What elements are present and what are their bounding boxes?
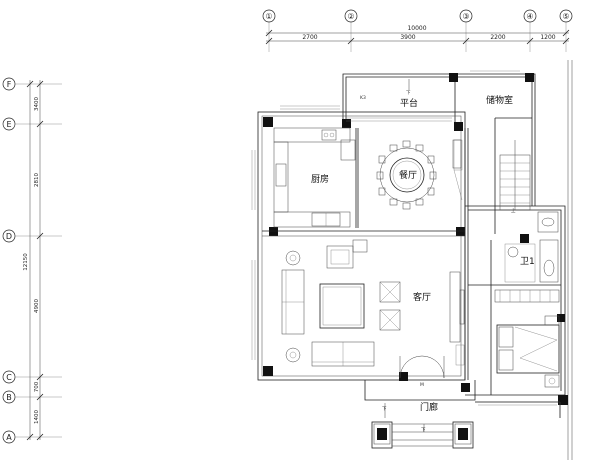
dim-seg-4: 1200 [540,34,555,41]
structural-columns [263,73,568,405]
axis-marker-4: ④ [523,9,537,23]
axis-marker-3: ③ [459,9,473,23]
top-dimensions: 10000 2700 3900 2200 1200 [265,25,570,45]
porch-down-mark: 下 [382,406,387,412]
dim-vseg-1: 3400 [34,97,40,111]
left-axis-markers: F E D C B A [2,77,62,444]
entry-doors: M [399,355,445,388]
axis-label-D: D [6,232,12,241]
axis-marker-A: A [2,430,16,444]
kitchen-furniture [273,127,356,228]
axis-label-B: B [6,393,12,402]
dim-seg-2: 3900 [400,34,415,41]
platform-details: 下 K3 [346,79,452,122]
axis-marker-F: F [2,77,16,91]
room-labels: 平台 储物室 厨房 餐厅 客厅 卫1 门廊 [311,94,535,413]
room-label-porch: 门廊 [420,401,438,413]
dim-vseg-2: 2810 [34,173,40,187]
axis-label-A: A [6,433,12,442]
axis-marker-C: C [2,370,16,384]
axis-marker-5: ⑤ [559,9,573,23]
room-label-storage: 储物室 [486,94,513,106]
steps-down-mark: 下 [421,427,426,433]
axis-marker-B: B [2,390,16,404]
axis-marker-D: D [2,229,16,243]
room-label-bath: 卫1 [520,257,535,267]
axis-label-4: ④ [526,12,533,21]
dim-seg-3: 2200 [490,34,505,41]
room-label-living: 客厅 [413,291,431,303]
axis-marker-E: E [2,117,16,131]
axis-label-3: ③ [462,12,469,21]
axis-label-E: E [6,120,11,129]
interior-partitions [262,117,561,395]
porch-details: 下 下 [371,401,561,449]
bath-fixtures [494,211,560,303]
svg-text:M: M [420,382,424,388]
dim-vseg-5: 1400 [34,410,40,424]
axis-label-C: C [6,373,12,382]
bedroom-furniture [496,315,560,388]
axis-label-5: ⑤ [562,12,569,21]
top-axis-markers: ① ② ③ ④ ⑤ [262,9,573,52]
dining-furniture [376,139,463,210]
room-label-kitchen: 厨房 [311,173,329,185]
axis-label-2: ② [347,12,354,21]
dim-seg-1: 2700 [302,34,317,41]
axis-label-F: F [7,80,12,89]
platform-down-mark: 下 [406,90,411,96]
room-label-platform: 平台 [400,97,418,109]
axis-marker-2: ② [344,9,358,23]
dim-vseg-3: 4900 [34,299,40,313]
dim-total-width: 10000 [407,25,426,32]
axis-label-1: ① [265,12,272,21]
living-furniture [281,239,465,367]
stairs-up-mark: 上 [511,207,516,214]
dim-vseg-4: 700 [34,381,40,392]
dim-total-height: 12150 [23,253,29,271]
stairs: 上 [452,139,531,214]
axis-marker-1: ① [262,9,276,23]
left-dimensions: 12150 3400 2810 4900 700 1400 [23,80,44,441]
windows [251,70,566,380]
room-label-dining: 餐厅 [399,169,417,181]
svg-text:K3: K3 [360,95,366,101]
